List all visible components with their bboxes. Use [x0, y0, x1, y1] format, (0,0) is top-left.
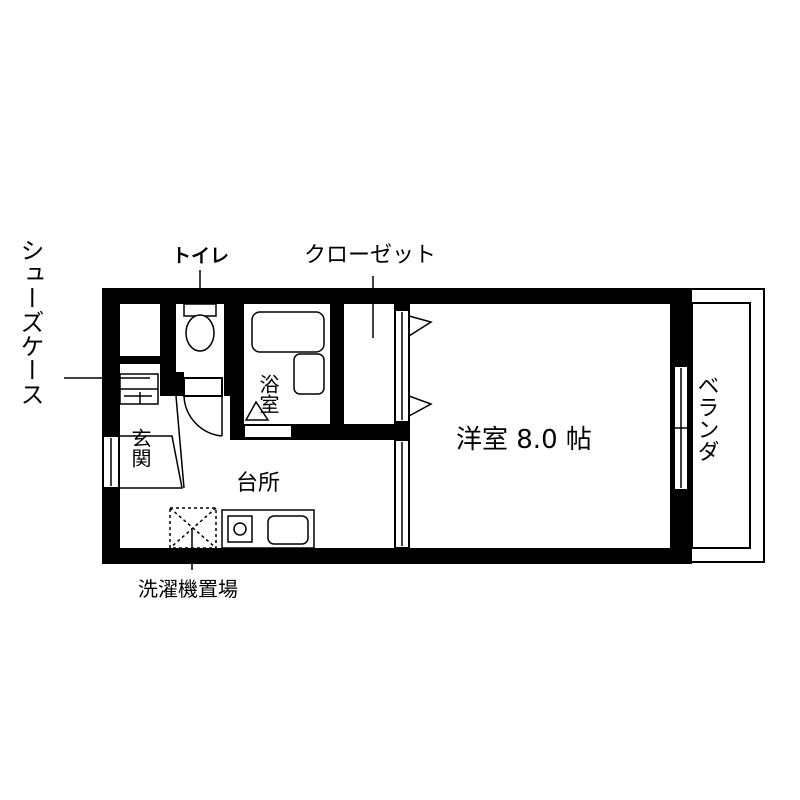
label-washer-space: 洗濯機置場	[138, 577, 238, 601]
label-closet: クローゼット	[304, 243, 436, 268]
label-western-room: 洋室 8.0 帖	[456, 425, 592, 455]
washer-space	[169, 507, 217, 549]
label-toilet: トイレ	[172, 245, 229, 267]
label-shoe-case: シューズケース	[16, 238, 44, 406]
shoe-case	[64, 373, 159, 405]
door-details	[110, 312, 690, 546]
exterior-walls	[102, 288, 692, 564]
kitchen-counter	[221, 509, 315, 549]
bathtub	[244, 311, 325, 421]
label-veranda: ベランダ	[694, 374, 719, 462]
label-kitchen: 台所	[236, 471, 280, 496]
label-entrance: 玄関	[128, 428, 152, 468]
label-bath: 浴室	[256, 374, 280, 414]
toilet-fixture	[183, 270, 217, 352]
